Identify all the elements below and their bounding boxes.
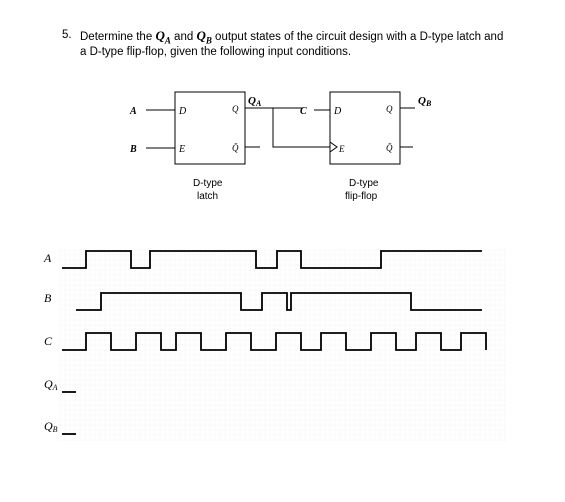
- signal-label-qb: QB: [44, 419, 58, 434]
- ff-pin-clk: E: [338, 144, 345, 154]
- ff-caption-2: flip-flop: [345, 191, 378, 202]
- input-c-label: C: [300, 106, 307, 117]
- clock-triangle: [329, 141, 338, 153]
- latch-box: [174, 91, 246, 165]
- latch-pin-q: Q: [232, 104, 239, 114]
- waveform-b: [76, 292, 482, 311]
- signal-label-qa: QA: [44, 377, 58, 392]
- timing-waveforms: [62, 250, 487, 435]
- qb-symbol: QB: [196, 28, 212, 46]
- timing-grid: [59, 249, 506, 442]
- latch-output-label: QA: [248, 95, 262, 108]
- question-number: 5.: [62, 29, 72, 41]
- input-a-label: A: [129, 106, 137, 117]
- signal-label-a: A: [43, 251, 52, 265]
- wire-qa-to-clk: [272, 108, 330, 148]
- waveform-c: [62, 332, 487, 351]
- latch-caption-1: D-type: [193, 178, 223, 189]
- ff-pin-d: D: [333, 106, 342, 117]
- d-flipflop: [314, 91, 415, 165]
- signal-label-c: C: [44, 334, 53, 348]
- d-latch: [146, 91, 330, 165]
- waveform-a: [62, 250, 482, 269]
- latch-caption-2: latch: [197, 191, 218, 202]
- ff-output-label: QB: [418, 95, 432, 108]
- ff-caption-1: D-type: [349, 178, 379, 189]
- question-line-1: Determine the QA and QB output states of…: [80, 28, 504, 46]
- input-b-label: B: [129, 144, 137, 155]
- latch-pin-d: D: [178, 106, 187, 117]
- latch-pin-qbar: Q̄: [232, 143, 239, 153]
- ff-pin-qbar: Q̄: [386, 143, 393, 153]
- ff-pin-q: Q: [386, 104, 393, 114]
- signal-label-b: B: [44, 291, 52, 305]
- question-line-2: a D-type flip-flop, given the following …: [80, 46, 352, 58]
- flipflop-box: [329, 91, 401, 165]
- qa-symbol: QA: [155, 28, 171, 46]
- latch-pin-e: E: [178, 144, 185, 155]
- timing-labels: A B C QA QB: [43, 251, 58, 434]
